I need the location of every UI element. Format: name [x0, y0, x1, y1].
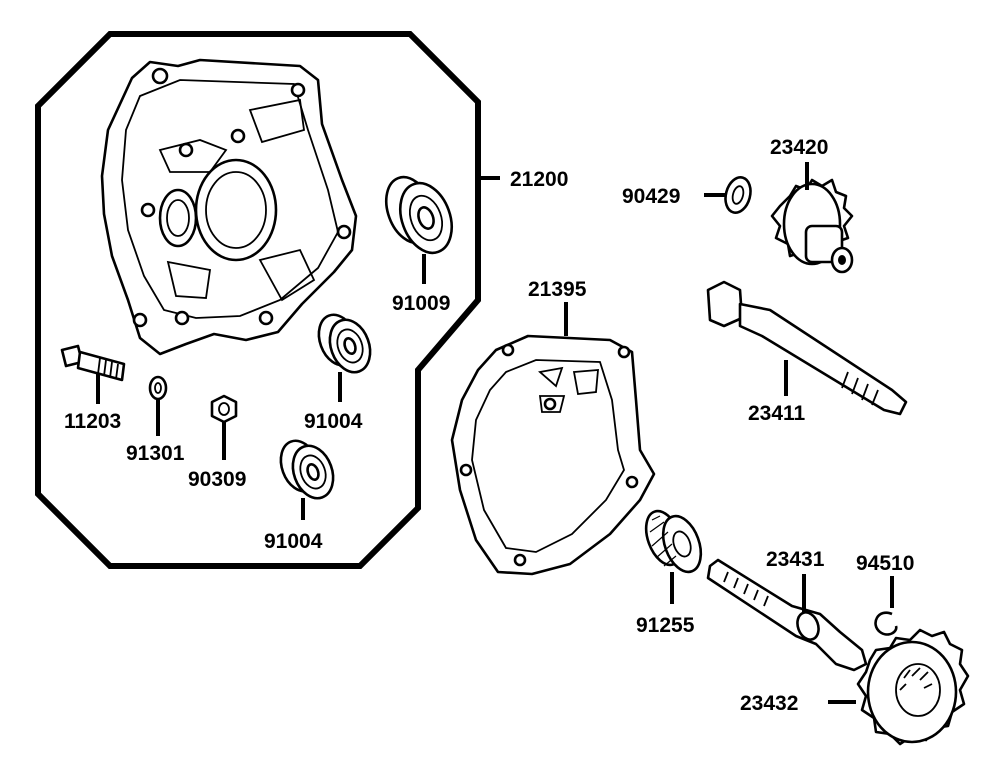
label-90429: 90429 [622, 185, 680, 208]
label-91004-lower: 91004 [264, 530, 323, 553]
label-90309: 90309 [188, 468, 246, 491]
bearing-91255 [644, 509, 703, 574]
gasket-21395 [450, 334, 656, 576]
bearing-91004-lower [279, 439, 335, 500]
gear-23420 [770, 178, 854, 274]
washer-91301 [148, 375, 168, 401]
label-23432: 23432 [740, 692, 798, 715]
shaft-23411 [706, 280, 908, 416]
nut-90309 [210, 394, 238, 424]
label-91004-upper: 91004 [304, 410, 363, 433]
label-91301: 91301 [126, 442, 185, 465]
label-21395: 21395 [528, 278, 587, 301]
gear-23432 [856, 628, 970, 746]
label-91255: 91255 [636, 614, 695, 637]
label-94510: 94510 [856, 552, 914, 575]
label-11203: 11203 [64, 410, 121, 433]
label-23420: 23420 [770, 136, 828, 159]
bearing-91009 [384, 175, 453, 255]
bearing-91004-upper [317, 313, 372, 374]
label-23431: 23431 [766, 548, 825, 571]
circlip-94510 [874, 611, 898, 636]
label-23411: 23411 [748, 402, 806, 425]
shaft-23431 [706, 558, 868, 672]
washer-90429 [724, 176, 752, 214]
assembly-group-boundary [35, 31, 481, 569]
label-21200: 21200 [510, 168, 568, 191]
crankcase-cover [100, 58, 358, 356]
bolt-11203 [60, 344, 126, 382]
label-91009: 91009 [392, 292, 450, 315]
